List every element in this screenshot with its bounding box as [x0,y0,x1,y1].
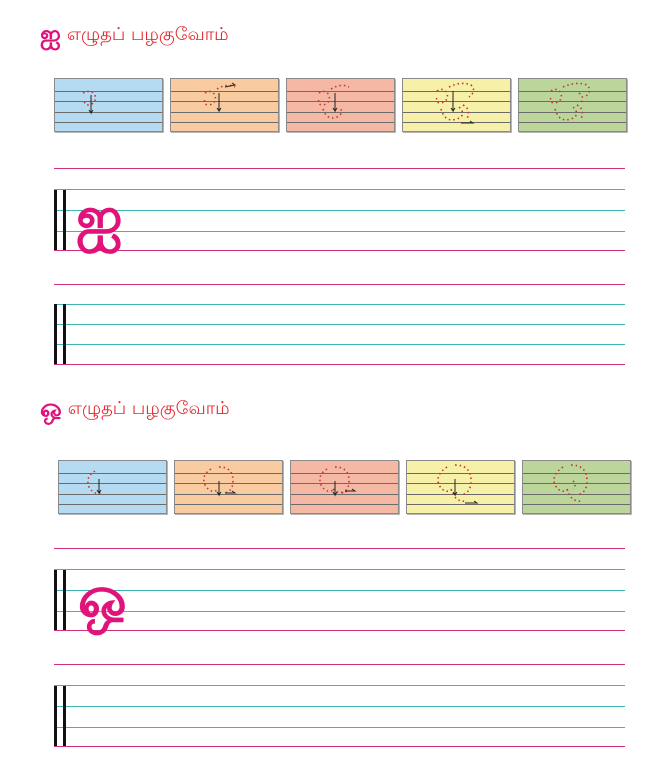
stroke-order-tiles [54,78,629,132]
stroke-tile-4 [406,460,515,514]
dotted-trace-icon [203,466,237,497]
stroke-tile-4 [402,78,511,132]
stroke-tile-2 [174,460,283,514]
stroke-tile-1 [54,78,163,132]
stroke-tile-2 [170,78,279,132]
dotted-trace-icon [203,82,237,113]
stroke-arrow-icon [96,479,102,495]
stroke-arrow-icon [452,479,479,504]
dotted-trace-icon [82,90,97,115]
model-letter: ஐ [76,183,123,251]
stroke-tile-5 [522,460,631,514]
stroke-tile-3 [290,460,399,514]
stroke-arrow-icon [332,93,338,113]
stroke-arrow-icon [216,481,237,497]
writing-practice-box-empty[interactable] [54,284,625,366]
dotted-trace-icon [319,466,357,497]
stroke-tile-1 [58,460,167,514]
heading-letter: ஐ [40,20,61,50]
model-letter: ஒ [78,563,127,631]
dotted-trace-icon [549,82,591,121]
writing-practice-box-model: ஒ [54,548,625,632]
stroke-tile-3 [286,78,395,132]
section-heading: ஒ எழுதப் பழகுவோம் [40,392,230,426]
stroke-arrow-icon [332,481,357,497]
stroke-arrow-icon [88,95,94,115]
writing-practice-box-empty[interactable] [54,664,625,748]
dotted-trace-icon [317,84,350,119]
section-heading: ஐ எழுதப் பழகுவோம் [40,18,229,52]
stroke-order-tiles [58,460,633,514]
heading-title: எழுதப் பழகுவோம் [67,398,230,419]
dotted-trace-icon [553,464,588,503]
dotted-trace-icon [437,464,479,504]
heading-letter: ஒ [40,394,62,424]
stroke-arrow-icon [216,82,237,113]
stroke-tile-5 [518,78,627,132]
heading-title: எழுதப் பழகுவோம் [66,24,229,45]
writing-practice-box-model: ஐ [54,168,625,252]
dotted-trace-icon [87,470,104,495]
stroke-arrow-icon [450,91,475,124]
dotted-trace-icon [435,82,475,124]
